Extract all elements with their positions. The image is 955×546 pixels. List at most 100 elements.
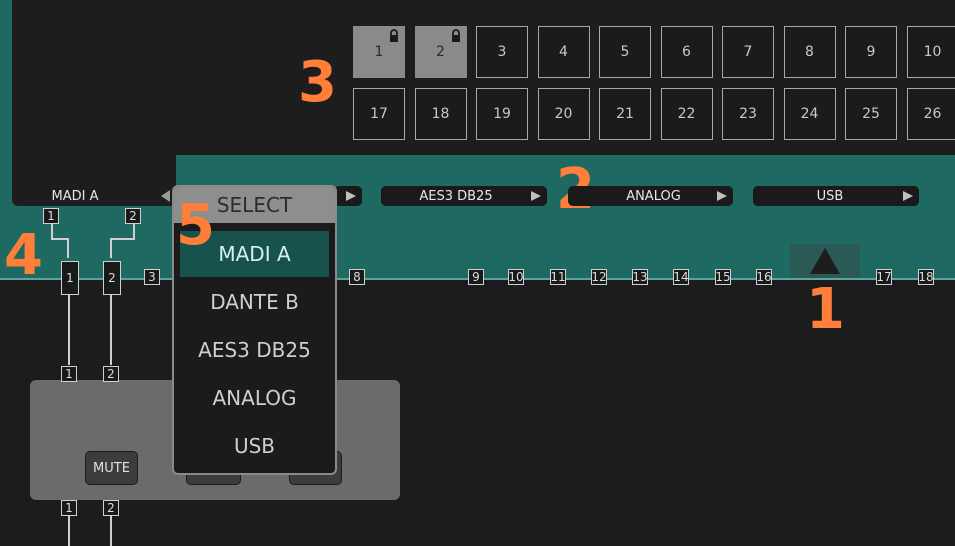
channel-bottom-2[interactable]: 2	[103, 500, 119, 516]
wire	[51, 238, 68, 240]
badge-1: 1	[806, 277, 845, 342]
mute-button[interactable]: MUTE	[85, 451, 138, 485]
input-button-label: 1	[374, 44, 384, 60]
input-button-label: 3	[497, 44, 507, 60]
input-button-6[interactable]: 6	[660, 26, 713, 78]
channel-inline-17[interactable]: 17	[876, 269, 892, 285]
input-button-label: 9	[866, 44, 876, 60]
source-analog[interactable]: ANALOG	[568, 186, 733, 206]
input-button-20[interactable]: 20	[537, 88, 590, 140]
play-arrow-icon	[717, 191, 727, 201]
channel-lower-2[interactable]: 2	[103, 366, 119, 382]
source-dante-b[interactable]	[334, 186, 362, 206]
input-button-23[interactable]: 23	[722, 88, 774, 140]
input-button-4[interactable]: 4	[537, 26, 590, 78]
channel-inline-18[interactable]: 18	[918, 269, 934, 285]
input-button-1[interactable]: 1	[353, 26, 405, 78]
usb-pointer	[790, 244, 860, 278]
input-button-label: 4	[559, 44, 568, 60]
input-button-label: 26	[923, 106, 942, 122]
input-button-label: 10	[923, 44, 942, 60]
input-button-22[interactable]: 22	[660, 88, 713, 140]
input-button-label: 17	[370, 106, 388, 122]
input-button-24[interactable]: 24	[783, 88, 836, 140]
wire	[68, 516, 70, 546]
input-button-2[interactable]: 2	[414, 26, 467, 78]
dropdown-item-analog[interactable]: ANALOG	[212, 386, 297, 410]
source-aes3-db25[interactable]: AES3 DB25	[381, 186, 547, 206]
source-aes3-label: AES3 DB25	[419, 188, 493, 204]
play-arrow-icon	[903, 191, 913, 201]
source-madi-a-label: MADI A	[51, 188, 99, 204]
input-button-18[interactable]: 18	[414, 88, 467, 140]
channel-bottom-1[interactable]: 1	[61, 500, 77, 516]
input-button-label: 8	[805, 44, 814, 60]
input-button-label: 18	[431, 106, 450, 122]
input-button-19[interactable]: 19	[476, 88, 528, 140]
input-button-label: 22	[677, 106, 696, 122]
channel-inline-16[interactable]: 16	[756, 269, 772, 285]
dropdown-item-dante-b[interactable]: DANTE B	[210, 290, 299, 314]
lock-icon	[451, 29, 460, 42]
channel-inline-15[interactable]: 15	[715, 269, 731, 285]
wire	[110, 295, 112, 365]
channel-top-2[interactable]: 2	[125, 208, 141, 224]
channel-tall-2[interactable]: 2	[103, 261, 121, 295]
dropdown-item-aes3-db25[interactable]: AES3 DB25	[198, 338, 311, 362]
input-button-label: 5	[620, 44, 630, 60]
up-arrow-icon	[810, 248, 840, 274]
input-button-3[interactable]: 3	[476, 26, 528, 78]
input-button-10[interactable]: 10	[906, 26, 955, 78]
wire	[133, 224, 135, 238]
input-button-label: 21	[616, 106, 634, 122]
input-button-5[interactable]: 5	[599, 26, 651, 78]
source-usb-label: USB	[816, 188, 844, 204]
badge-3: 3	[298, 50, 337, 115]
input-button-26[interactable]: 26	[906, 88, 955, 140]
source-usb[interactable]: USB	[753, 186, 919, 206]
channel-lower-1[interactable]: 1	[61, 366, 77, 382]
channel-inline-8[interactable]: 8	[349, 269, 365, 285]
input-button-label: 23	[739, 106, 757, 122]
channel-inline-14[interactable]: 14	[673, 269, 689, 285]
lock-icon	[390, 29, 398, 42]
input-button-label: 19	[493, 106, 511, 122]
source-madi-a[interactable]: MADI A	[15, 186, 175, 206]
source-analog-label: ANALOG	[626, 188, 681, 204]
wire	[67, 238, 69, 258]
channel-tall-1[interactable]: 1	[61, 261, 79, 295]
channel-inline-3[interactable]: 3	[144, 269, 160, 285]
channel-inline-12[interactable]: 12	[591, 269, 607, 285]
channel-inline-10[interactable]: 10	[508, 269, 524, 285]
input-button-25[interactable]: 25	[845, 88, 897, 140]
wire	[51, 224, 53, 238]
dropdown-item-madi-a[interactable]: MADI A	[180, 231, 329, 277]
play-arrow-icon	[531, 191, 541, 201]
wire	[68, 295, 70, 365]
channel-inline-11[interactable]: 11	[550, 269, 566, 285]
input-button-label: 7	[743, 44, 753, 60]
input-button-17[interactable]: 17	[353, 88, 405, 140]
input-button-9[interactable]: 9	[845, 26, 897, 78]
play-arrow-icon	[346, 191, 356, 201]
badge-5: 5	[176, 193, 215, 258]
input-button-7[interactable]: 7	[722, 26, 774, 78]
wire	[111, 238, 135, 240]
dropdown-header: SELECT	[174, 187, 335, 223]
channel-inline-13[interactable]: 13	[632, 269, 648, 285]
input-button-8[interactable]: 8	[783, 26, 836, 78]
channel-inline-9[interactable]: 9	[468, 269, 484, 285]
wire	[110, 516, 112, 546]
wire	[110, 238, 112, 258]
dropdown-item-usb[interactable]: USB	[233, 434, 276, 458]
channel-top-1[interactable]: 1	[43, 208, 59, 224]
input-button-label: 25	[862, 106, 880, 122]
madi-tab-panel	[12, 154, 176, 206]
source-select-dropdown[interactable]: SELECT MADI A DANTE B AES3 DB25 ANALOG U…	[172, 185, 337, 475]
input-button-label: 20	[554, 106, 573, 122]
input-button-label: 2	[436, 44, 445, 60]
input-button-21[interactable]: 21	[599, 88, 651, 140]
chevron-left-icon[interactable]	[158, 188, 174, 204]
badge-4: 4	[4, 223, 43, 288]
input-button-label: 6	[682, 44, 691, 60]
